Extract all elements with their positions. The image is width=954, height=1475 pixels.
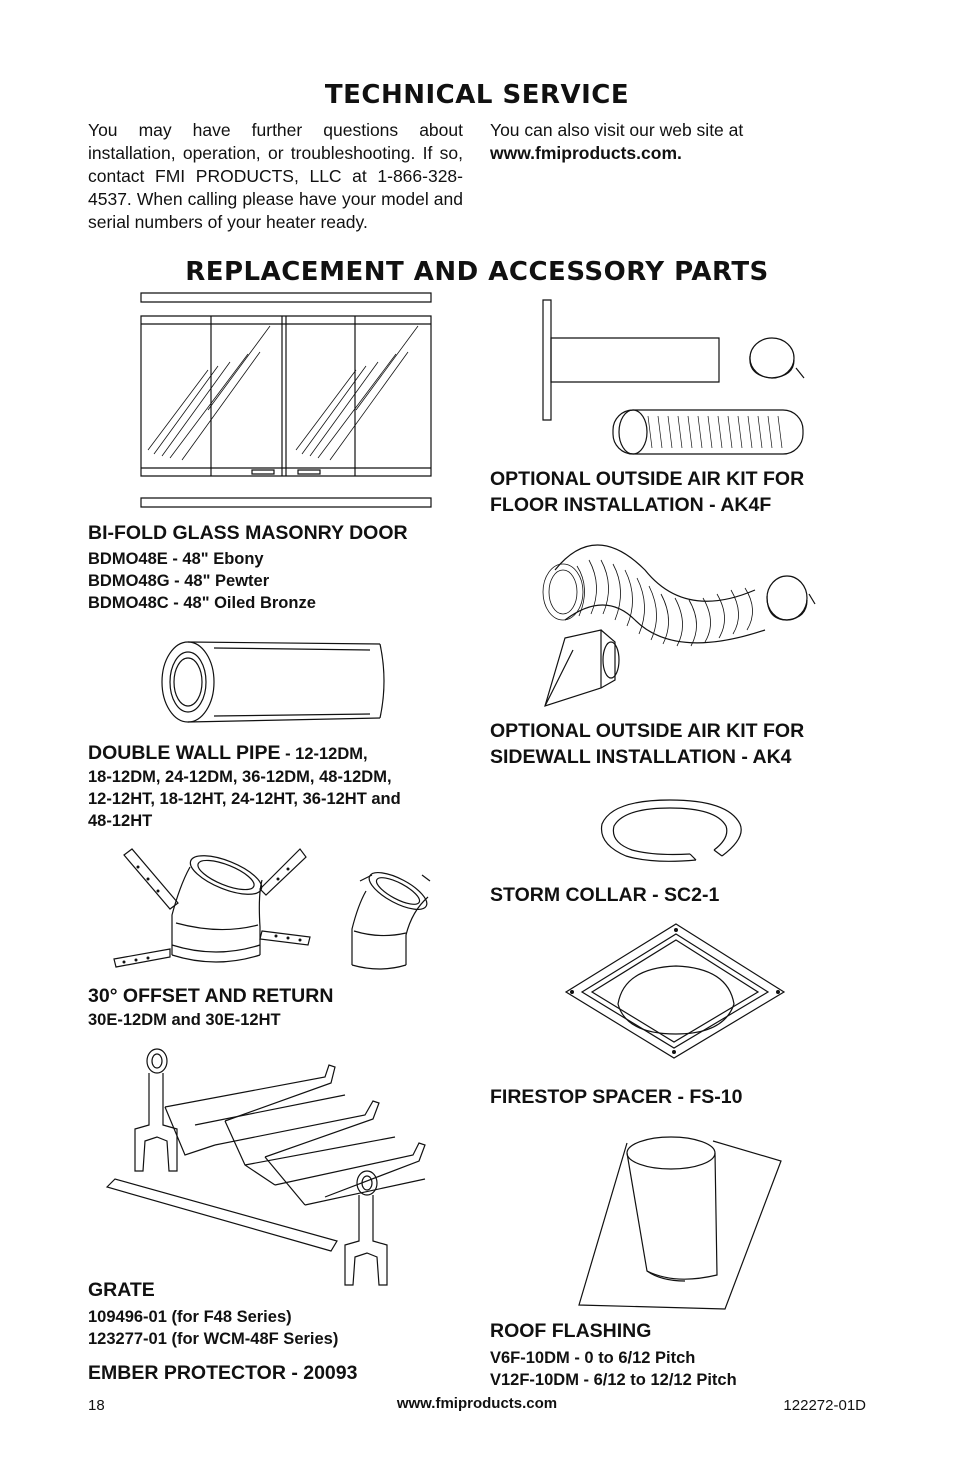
grate-illustration [105, 1045, 445, 1295]
grate-list: 109496-01 (for F48 Series) 123277-01 (fo… [88, 1306, 338, 1350]
technical-service-text: You may have further questions about ins… [88, 119, 463, 234]
technical-service-paragraph: You may have further questions about ins… [88, 120, 463, 232]
floor-air-kit-line: OPTIONAL OUTSIDE AIR KIT FOR [490, 468, 805, 490]
parts-heading: REPLACEMENT AND ACCESSORY PARTS [185, 257, 769, 287]
bifold-door-illustration [138, 290, 433, 510]
sidewall-air-kit-line: OPTIONAL OUTSIDE AIR KIT FOR [490, 720, 805, 742]
website-note: You can also visit our web site at www.f… [490, 119, 870, 165]
firestop-spacer-title: FIRESTOP SPACER - FS-10 [490, 1086, 743, 1108]
grate-title: GRATE [88, 1279, 155, 1301]
document-number: 122272-01D [783, 1397, 866, 1414]
double-wall-pipe-title: DOUBLE WALL PIPE [88, 742, 281, 764]
double-wall-pipe-suffix: - 12-12DM, [280, 745, 368, 763]
pipe-model-line: 48-12HT [88, 812, 153, 830]
footer-website[interactable]: www.fmiproducts.com [396, 1395, 558, 1412]
ember-protector-title: EMBER PROTECTOR - 20093 [88, 1362, 358, 1384]
offset-elbow-illustration [110, 845, 445, 975]
storm-collar-illustration [596, 798, 746, 868]
roof-flashing-item: V12F-10DM - 6/12 to 12/12 Pitch [490, 1371, 737, 1389]
website-note-line: You can also visit our web site at [490, 120, 744, 140]
offset-return-title: 30° OFFSET AND RETURN [88, 985, 334, 1007]
grate-item: 109496-01 (for F48 Series) [88, 1308, 292, 1326]
roof-flashing-illustration [575, 1135, 785, 1310]
bifold-item: BDMO48C - 48" Oiled Bronze [88, 594, 316, 612]
bifold-item: BDMO48E - 48" Ebony [88, 550, 264, 568]
sidewall-air-kit-line: SIDEWALL INSTALLATION - AK4 [490, 746, 792, 768]
grate-item: 123277-01 (for WCM-48F Series) [88, 1330, 339, 1348]
offset-return-models: 30E-12DM and 30E-12HT [88, 1011, 281, 1029]
bifold-door-title: BI-FOLD GLASS MASONRY DOOR [88, 522, 408, 544]
page-number: 18 [88, 1397, 105, 1414]
pipe-model-line: 12-12HT, 18-12HT, 24-12HT, 36-12HT and [88, 790, 401, 808]
sidewall-air-kit-caption: OPTIONAL OUTSIDE AIR KIT FOR SIDEWALL IN… [490, 718, 804, 770]
roof-flashing-list: V6F-10DM - 0 to 6/12 Pitch V12F-10DM - 6… [490, 1347, 737, 1391]
floor-air-kit-caption: OPTIONAL OUTSIDE AIR KIT FOR FLOOR INSTA… [490, 466, 804, 518]
website-link[interactable]: www.fmiproducts.com. [490, 143, 682, 163]
bifold-door-list: BDMO48E - 48" Ebony BDMO48G - 48" Pewter… [88, 548, 316, 614]
technical-service-heading: TECHNICAL SERVICE [324, 80, 630, 110]
storm-collar-title: STORM COLLAR - SC2-1 [490, 884, 720, 906]
floor-air-kit-line: FLOOR INSTALLATION - AK4F [490, 494, 772, 516]
pipe-model-line: 18-12DM, 24-12DM, 36-12DM, 48-12DM, [88, 768, 392, 786]
roof-flashing-item: V6F-10DM - 0 to 6/12 Pitch [490, 1349, 696, 1367]
roof-flashing-title: ROOF FLASHING [490, 1320, 652, 1342]
floor-air-kit-illustration [538, 298, 818, 458]
double-wall-pipe-caption: DOUBLE WALL PIPE - 12-12DM, 18-12DM, 24-… [88, 740, 468, 832]
sidewall-air-kit-illustration [535, 530, 825, 710]
firestop-spacer-illustration [564, 922, 786, 1060]
bifold-item: BDMO48G - 48" Pewter [88, 572, 270, 590]
double-wall-pipe-illustration [158, 638, 388, 728]
